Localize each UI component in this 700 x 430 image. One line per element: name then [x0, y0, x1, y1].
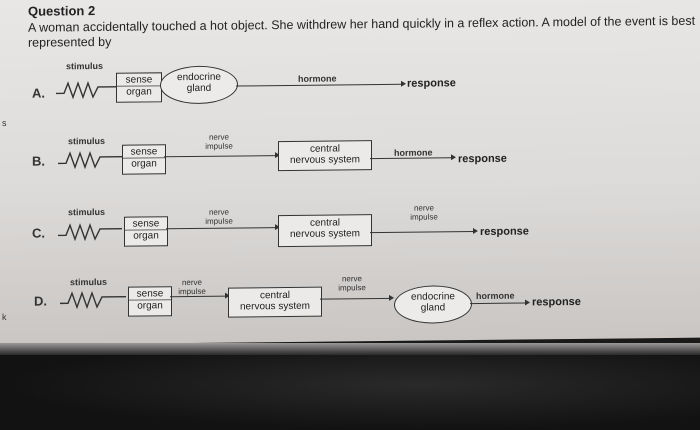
endocrine-line1: endocrine: [177, 71, 221, 84]
nerve-impulse-label: nerve impulse: [197, 132, 241, 151]
cns-line1: central: [309, 217, 340, 229]
worksheet-page: Question 2 A woman accidentally touched …: [0, 0, 700, 345]
hormone-label: hormone: [298, 73, 337, 84]
option-a[interactable]: A. stimulus sense organ endocrine gland …: [0, 51, 700, 138]
stimulus-zigzag-icon: [58, 150, 122, 170]
sense-organ-box: sense organ: [128, 286, 172, 317]
nerve-impulse-line1: nerve: [181, 277, 202, 288]
option-d[interactable]: D. stimulus sense organ nerve impulse ce…: [0, 265, 700, 352]
stimulus-zigzag-icon: [56, 80, 118, 100]
sense-organ-line2: organ: [125, 229, 167, 242]
response-label: response: [407, 77, 456, 90]
cns-line2: nervous system: [289, 154, 361, 166]
nerve-impulse-label: nerve impulse: [170, 278, 214, 296]
nerve-impulse-line1: nerve: [208, 207, 229, 217]
arrow: [370, 157, 452, 160]
option-letter[interactable]: C.: [32, 225, 45, 241]
option-letter[interactable]: A.: [32, 85, 45, 101]
nerve-impulse-line1: nerve: [208, 132, 229, 142]
endocrine-gland-ellipse: endocrine gland: [160, 65, 238, 105]
sense-organ-line2: organ: [117, 85, 161, 98]
cns-line2: nervous system: [239, 300, 311, 313]
nerve-impulse-label: nerve impulse: [400, 203, 448, 222]
cns-box: central nervous system: [278, 214, 372, 248]
sense-organ-line1: sense: [132, 218, 160, 230]
stimulus-label: stimulus: [70, 276, 108, 288]
sense-organ-line1: sense: [130, 146, 158, 158]
cns-line1: central: [309, 143, 340, 155]
endocrine-line2: gland: [420, 302, 446, 314]
nerve-impulse-line2: impulse: [205, 216, 233, 226]
arrow: [170, 295, 226, 298]
cns-line2: nervous system: [289, 228, 361, 240]
arrow: [370, 231, 474, 234]
background-surface: [0, 355, 700, 430]
nerve-impulse-line2: impulse: [178, 286, 206, 297]
stimulus-label: stimulus: [68, 206, 106, 218]
arrow: [470, 302, 526, 305]
sense-organ-line2: organ: [129, 299, 171, 312]
stimulus-zigzag-icon: [60, 290, 126, 310]
endocrine-gland-ellipse: endocrine gland: [394, 285, 472, 324]
arrow: [164, 155, 276, 158]
cns-line1: central: [259, 289, 290, 302]
nerve-impulse-line2: impulse: [338, 283, 366, 293]
arrow: [236, 83, 402, 87]
nerve-impulse-line2: impulse: [410, 212, 438, 222]
sense-organ-line1: sense: [136, 288, 164, 300]
sense-organ-line2: organ: [123, 157, 165, 170]
question-title: Question 2: [28, 3, 96, 19]
arrow: [166, 227, 276, 230]
stimulus-label: stimulus: [68, 135, 106, 147]
response-label: response: [480, 225, 529, 238]
sense-organ-box: sense organ: [122, 144, 166, 175]
nerve-impulse-label: nerve impulse: [197, 207, 241, 226]
option-letter[interactable]: B.: [32, 153, 45, 169]
option-letter[interactable]: D.: [34, 293, 47, 309]
endocrine-line1: endocrine: [411, 291, 455, 303]
sense-organ-line1: sense: [125, 74, 153, 86]
hormone-label: hormone: [476, 290, 515, 302]
sense-organ-box: sense organ: [124, 216, 168, 247]
option-b[interactable]: B. stimulus sense organ nerve impulse ce…: [0, 125, 700, 212]
cns-box: central nervous system: [278, 140, 372, 172]
sense-organ-box: sense organ: [116, 72, 162, 103]
stimulus-label: stimulus: [66, 60, 104, 72]
hormone-label: hormone: [394, 147, 433, 158]
nerve-impulse-line1: nerve: [341, 274, 362, 284]
response-label: response: [532, 295, 581, 309]
option-c[interactable]: C. stimulus sense organ nerve impulse ce…: [0, 197, 700, 284]
response-label: response: [458, 152, 507, 166]
question-text: A woman accidentally touched a hot objec…: [28, 13, 696, 50]
arrow: [320, 297, 390, 300]
stimulus-zigzag-icon: [58, 222, 122, 242]
nerve-impulse-label: nerve impulse: [328, 274, 376, 293]
endocrine-line2: gland: [186, 82, 212, 95]
nerve-impulse-line2: impulse: [205, 141, 233, 151]
cns-box: central nervous system: [228, 286, 322, 318]
paper-edge: [0, 343, 700, 357]
